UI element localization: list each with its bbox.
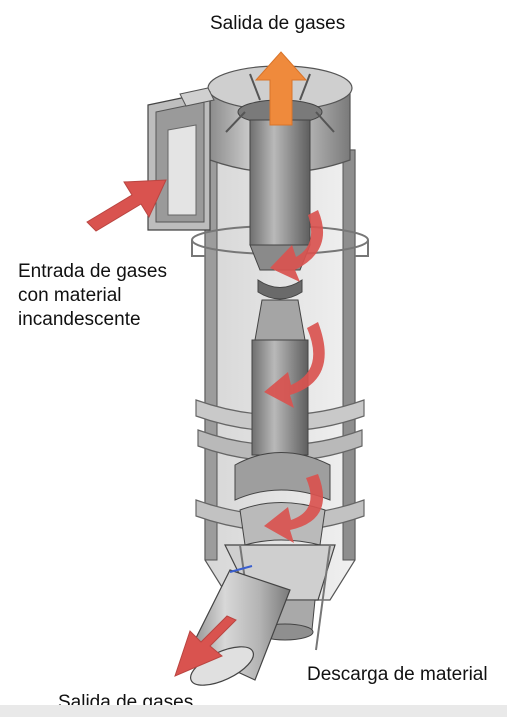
arrow-down-left-icon: [174, 615, 237, 677]
curved-arrow-icon: [264, 210, 325, 543]
cyclone-body: [147, 65, 369, 686]
bottom-strip: [0, 705, 507, 717]
gas-inlet-label-line3: incandescente: [18, 309, 141, 330]
arrow-up-icon: [254, 51, 308, 126]
gas-inlet-label: Entrada de gases con material incandesce…: [18, 260, 167, 332]
gas-inlet-label-line1: Entrada de gases: [18, 261, 167, 282]
gas-outlet-top-label: Salida de gases: [210, 13, 346, 34]
arrow-right-icon: [86, 179, 167, 232]
gas-inlet-label-line2: con material: [18, 285, 122, 306]
material-discharge-label: Descarga de material: [307, 664, 488, 685]
